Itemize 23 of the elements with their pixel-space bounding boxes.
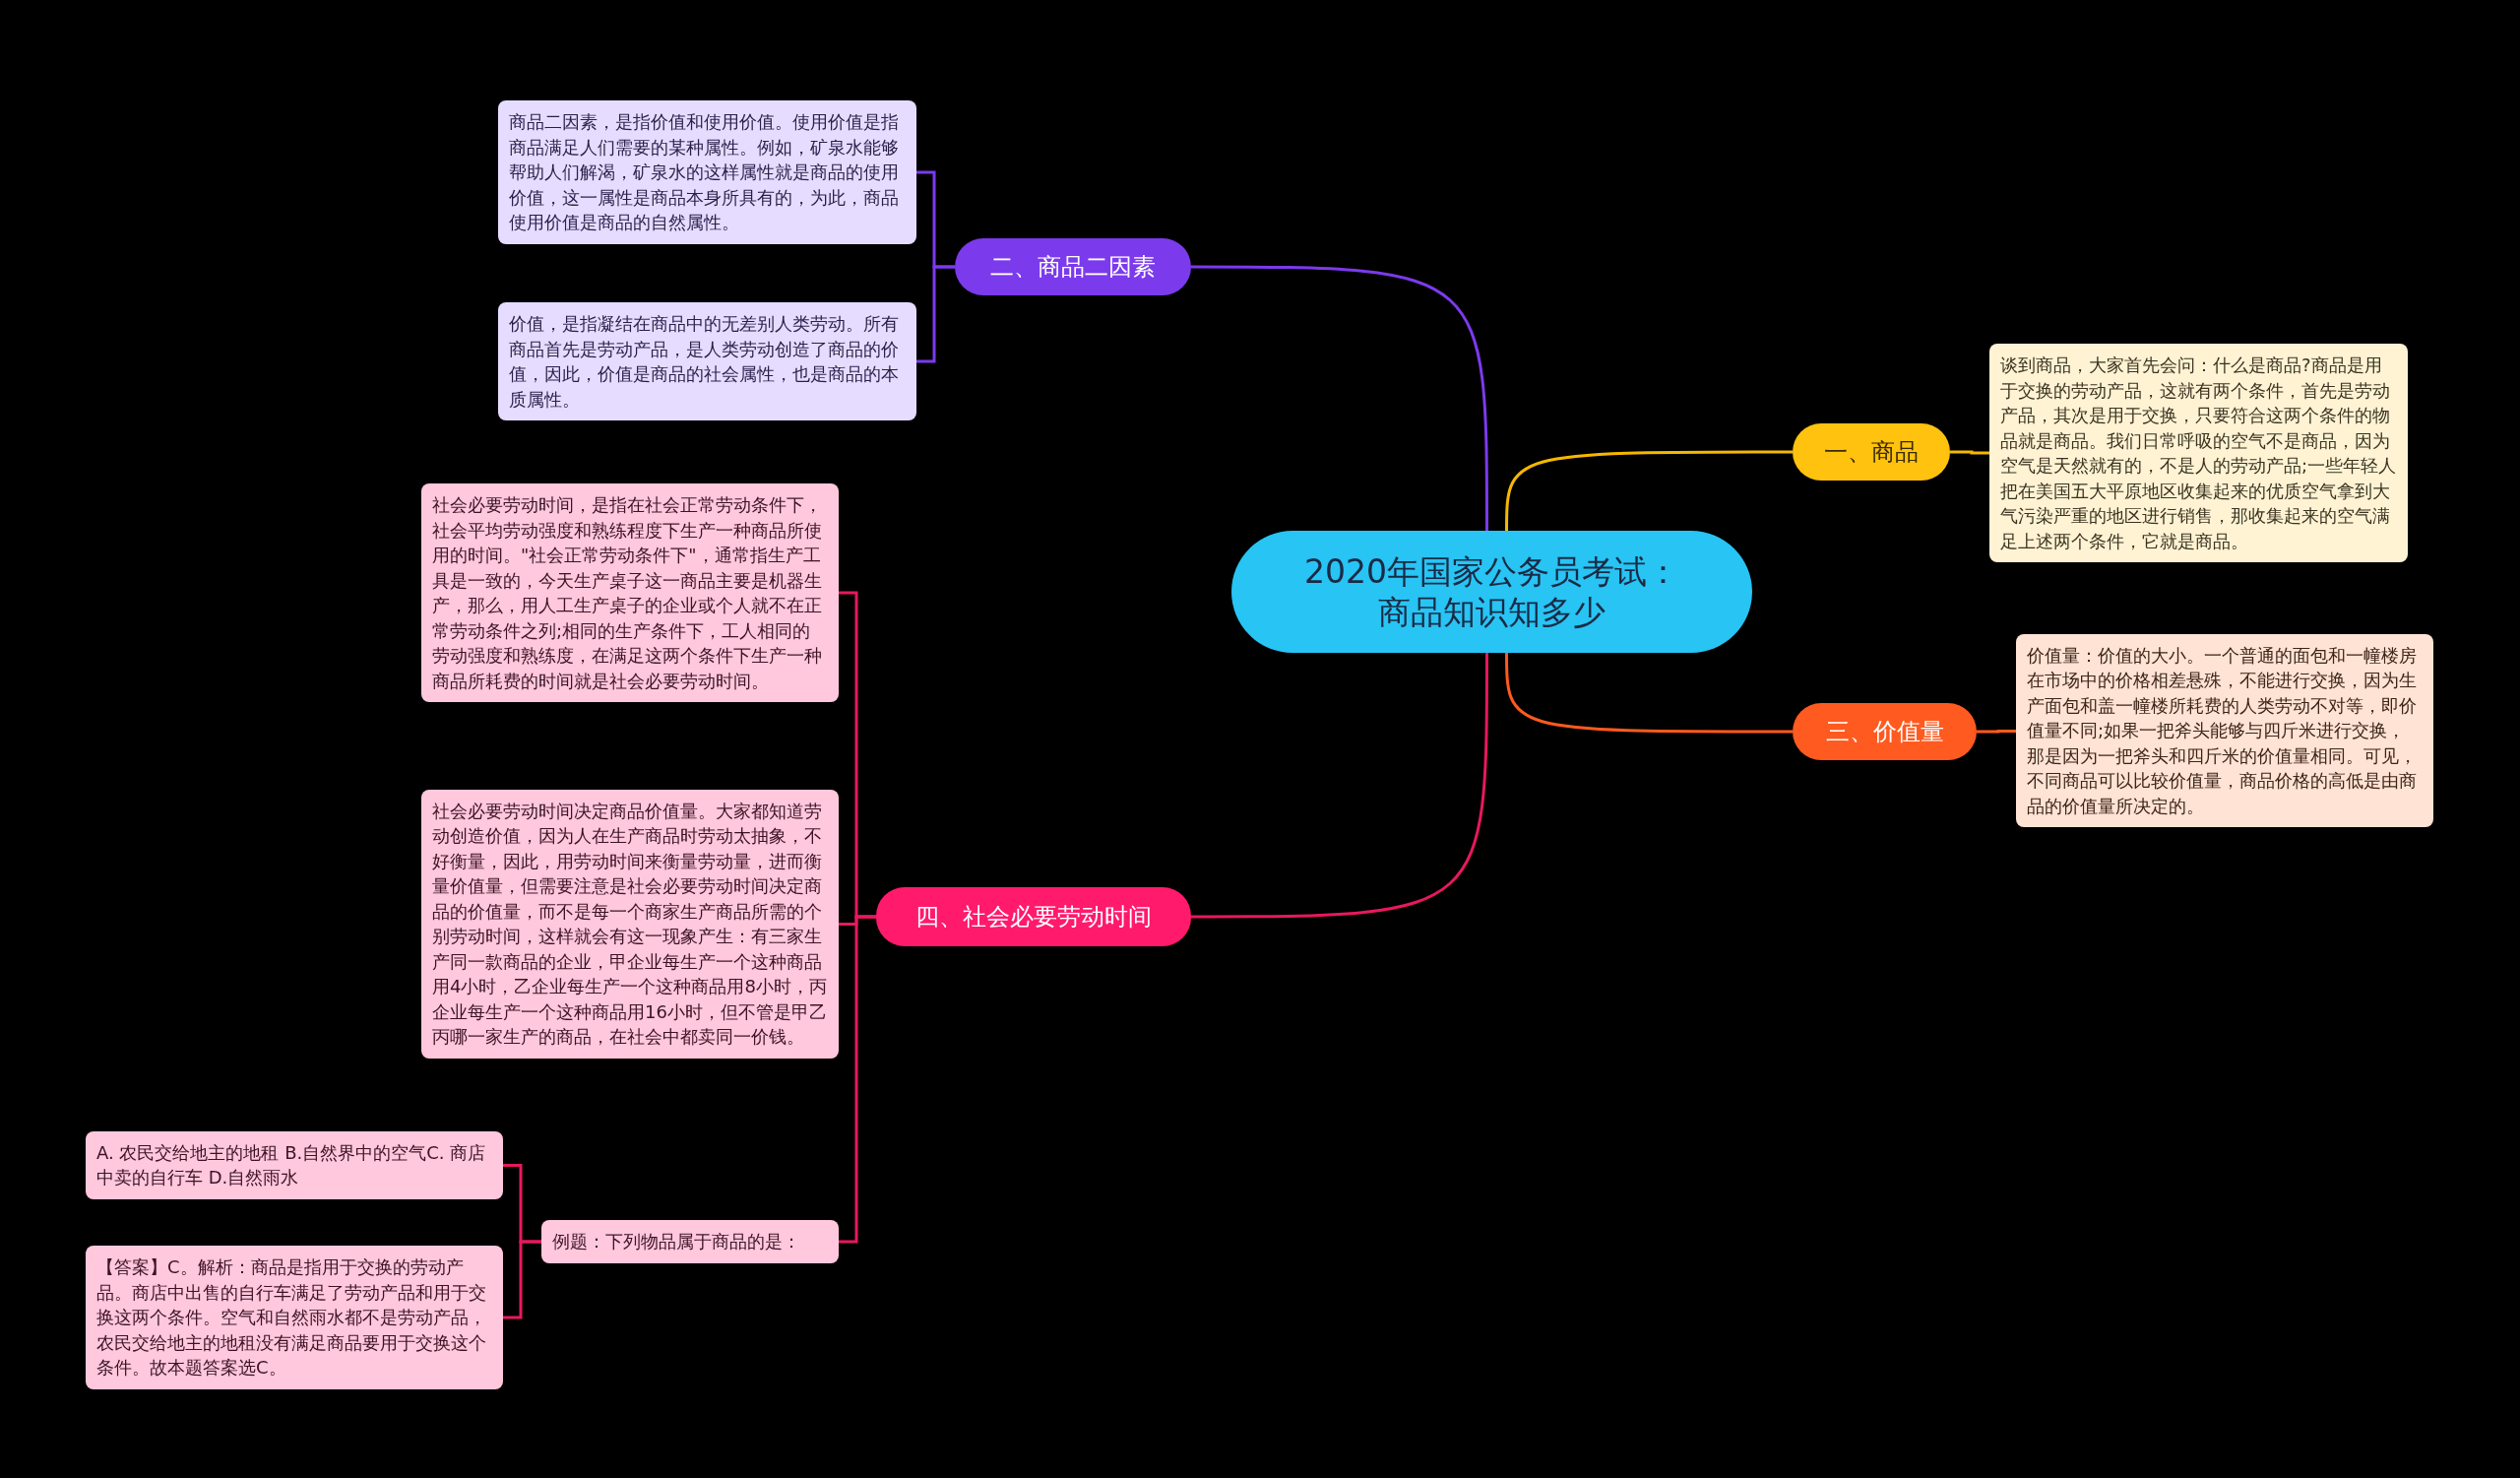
connector-line <box>503 1240 541 1319</box>
branch-topic: 三、价值量 <box>1793 703 1977 760</box>
branch-topic: 二、商品二因素 <box>955 238 1191 295</box>
connector-line <box>1191 265 1488 533</box>
note-card: 价值量：价值的大小。一个普通的面包和一幢楼房在市场中的价格相差悬殊，不能进行交换，因为生产面包和盖一幢楼所耗费的人类劳动不对等，即价值量不同;如果一把斧头能够与四斤米进行交换，那是因为一把斧头和四斤米的价值量相同。可见，不同商品可以比较价值量，商品价格的高低是由商品的价值量所决定的。 <box>2016 633 2433 828</box>
note-card: 例题：下列物品属于商品的是： <box>541 1220 839 1263</box>
branch-topic: 一、商品 <box>1793 423 1950 481</box>
branch-topic: 四、社会必要劳动时间 <box>876 887 1191 946</box>
connector-line <box>839 915 876 1244</box>
note-card: 商品二因素，是指价值和使用价值。使用价值是指商品满足人们需要的某种属性。例如，矿泉水能够帮助人们解渴，矿泉水的这样属性就是商品的使用价值，这一属性是商品本身所具有的，为此，商品使用价值是商品的自然属性。 <box>498 100 916 244</box>
connector-line <box>1977 730 2016 734</box>
note-card: 谈到商品，大家首先会问：什么是商品?商品是用于交换的劳动产品，这就有两个条件，首先是劳动产品，其次是用于交换，只要符合这两个条件的物品就是商品。我们日常呼吸的空气不是商品，因为空气是天然就有的，不是人的劳动产品;一些年轻人把在美国五大平原地区收集起来的优质空气拿到大气污染严重的地区进行销售，那收集起来的空气满足上述两个条件，它就是商品。 <box>1989 344 2408 563</box>
note-card: 【答案】C。解析：商品是指用于交换的劳动产品。商店中出售的自行车满足了劳动产品和用于交换这两个条件。空气和自然雨水都不是劳动产品，农民交给地主的地租没有满足商品要用于交换这个条件。故本题答案选C。 <box>86 1246 503 1389</box>
connector-line <box>1505 450 1793 533</box>
connector-line <box>1505 651 1793 734</box>
note-card: 社会必要劳动时间，是指在社会正常劳动条件下，社会平均劳动强度和熟练程度下生产一种商品所使用的时间。"社会正常劳动条件下"，通常指生产工具是一致的，今天生产桌子这一商品主要是机器生产，那么，用人工生产桌子的企业或个人就不在正常劳动条件之列;相同的生产条件下，工人相同的劳动强度和熟练度，在满足这两个条件下生产一种商品所耗费的时间就是社会必要劳动时间。 <box>421 483 839 703</box>
note-card: 价值，是指凝结在商品中的无差别人类劳动。所有商品首先是劳动产品，是人类劳动创造了商品的价值，因此，价值是商品的社会属性，也是商品的本质属性。 <box>498 302 916 421</box>
central-topic: 2020年国家公务员考试：商品知识知多少 <box>1231 531 1752 653</box>
connector-line <box>916 265 955 363</box>
note-card: A. 农民交给地主的地租 B.自然界中的空气C. 商店中卖的自行车 D.自然雨水 <box>86 1130 503 1199</box>
note-card: 社会必要劳动时间决定商品价值量。大家都知道劳动创造价值，因为人在生产商品时劳动太抽象，不好衡量，因此，用劳动时间来衡量劳动量，进而衡量价值量，但需要注意是社会必要劳动时间决定商品的价值量，而不是每一个商家生产商品所需的个别劳动时间，这样就会有这一现象产生：有三家生产同一款商品的企业，甲企业每生产一个这种商品用4小时，乙企业每生产一个这种商品用8小时，丙企业每生产一个这种商品用16小时，但不管是甲乙丙哪一家生产的商品，在社会中都卖同一价钱。 <box>421 789 839 1059</box>
connector-line <box>1191 651 1488 919</box>
connector-line <box>1950 450 1989 455</box>
